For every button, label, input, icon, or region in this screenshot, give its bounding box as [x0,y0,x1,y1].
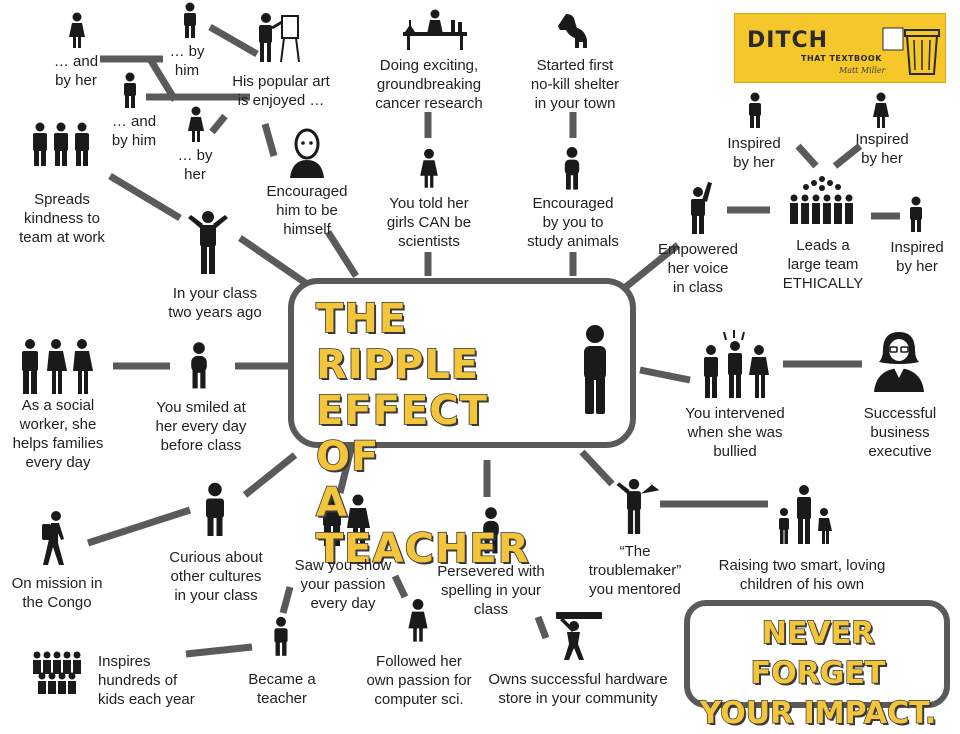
arms-raised-person-icon [188,211,228,274]
connector-line [261,123,278,157]
connector-line [534,615,550,640]
node-class-two-years: In your class two years ago [168,285,262,321]
connector-line [108,172,182,222]
node-inspired-by-her-1: Inspired by her [727,135,781,171]
woman-icon [873,92,889,128]
connector-line [391,574,409,599]
node-inspired-by-her-2: Inspired by her [855,131,909,167]
closing-message-box: Never Forget Your Impact. [684,600,950,732]
teacher-figure-icon [584,325,606,414]
node-girls-scientists: You told her girls CAN be scientists [386,195,472,250]
trash-can-icon [882,27,940,75]
central-title: The Ripple Effect of a Teacher [315,295,530,573]
family-icon [22,339,93,394]
node-spreads-kindness: Spreads kindness to team at work [19,191,105,246]
person-icon [274,616,288,656]
node-intervened: You intervened when she was bullied [685,405,785,460]
connector-line [147,57,178,102]
crowd-icon [790,176,853,224]
node-cancer: Doing exciting, groundbreaking cancer re… [375,57,483,112]
bust-portrait-icon [290,128,324,178]
logo-subtitle: THAT TEXTBOOK [801,54,882,63]
person-icon [206,482,224,536]
central-title-box: The Ripple Effect of a Teacher [288,278,636,573]
node-inspires-kids: Inspires hundreds of kids each year [98,653,195,708]
person-icon [184,2,196,38]
node-troublemaker: “The troublemaker” you mentored [588,543,682,598]
connector-line [185,643,253,658]
couple-icon [323,494,370,546]
node-and-by-him: … and by him [111,113,157,149]
node-raising: Raising two smart, loving children of hi… [718,557,886,593]
woman-icon [420,148,438,188]
hiker-icon [42,511,64,565]
node-social-worker: As a social worker, she helps families e… [12,397,104,471]
connector-line [795,143,819,169]
crowd-icon [33,651,81,694]
node-smiled: You smiled at her every day before class [155,399,247,454]
family-icon [779,485,832,544]
dog-icon [558,14,587,48]
node-shelter: Started first no-kill shelter in your to… [530,57,620,112]
connector-line [208,23,259,58]
connector-line [336,444,356,494]
arms-raised-person-icon [616,478,660,534]
woman-icon [408,599,428,642]
person-icon [124,72,136,108]
node-art: His popular art is enjoyed … [232,73,330,109]
node-by-her-small: … by her [177,147,213,183]
person-icon [749,92,761,128]
connector-line [579,449,615,487]
person-icon [564,147,580,190]
node-leads-team: Leads a large team ETHICALLY [782,237,864,292]
node-business: Successful business executive [863,405,937,460]
connector-line [832,143,863,169]
group-of-three-icon [704,330,769,398]
painter-icon [259,13,300,63]
node-and-by-her-top: … and by her [53,53,99,89]
logo-author: Matt Miller [839,66,886,75]
node-inspired-by-her-3: Inspired by her [890,239,944,275]
node-study-animals: Encouraged by you to study animals [527,195,619,250]
carpenter-icon [556,612,602,660]
connector-line [279,586,294,614]
connector-line [639,366,691,384]
connector-line [238,235,312,289]
person-raised-hand-icon [691,182,712,234]
connector-line [209,113,228,135]
person-icon [483,507,499,554]
person-icon [191,342,207,389]
ditch-that-textbook-logo: DITCH THAT TEXTBOOK Matt Miller [734,13,946,83]
woman-icon [188,106,204,142]
scientist-lab-icon [403,9,467,50]
node-curious: Curious about other cultures in your cla… [169,549,263,604]
connector-line [86,506,192,547]
connector-line [619,242,681,293]
node-empowered-voice: Empowered her voice in class [657,241,739,296]
node-computer-sci: Followed her own passion for computer sc… [366,653,472,708]
node-encouraged-himself: Encouraged him to be himself [266,183,348,238]
node-hardware: Owns successful hardware store in your c… [488,671,668,707]
logo-title: DITCH [747,28,829,53]
connector-line [325,230,359,278]
woman-icon [69,12,85,48]
group-of-three-icon [33,122,89,166]
closing-message: Never Forget Your Impact. [699,615,937,731]
connector-line [242,452,298,498]
node-became-teacher: Became a teacher [248,671,316,707]
node-passion: Saw you show your passion every day [294,557,392,612]
node-spelling: Persevered with spelling in your class [437,563,545,618]
businesswoman-icon [874,332,924,392]
person-icon [910,196,922,232]
node-congo: On mission in the Congo [11,575,103,611]
node-by-him-top: … by him [169,43,205,79]
